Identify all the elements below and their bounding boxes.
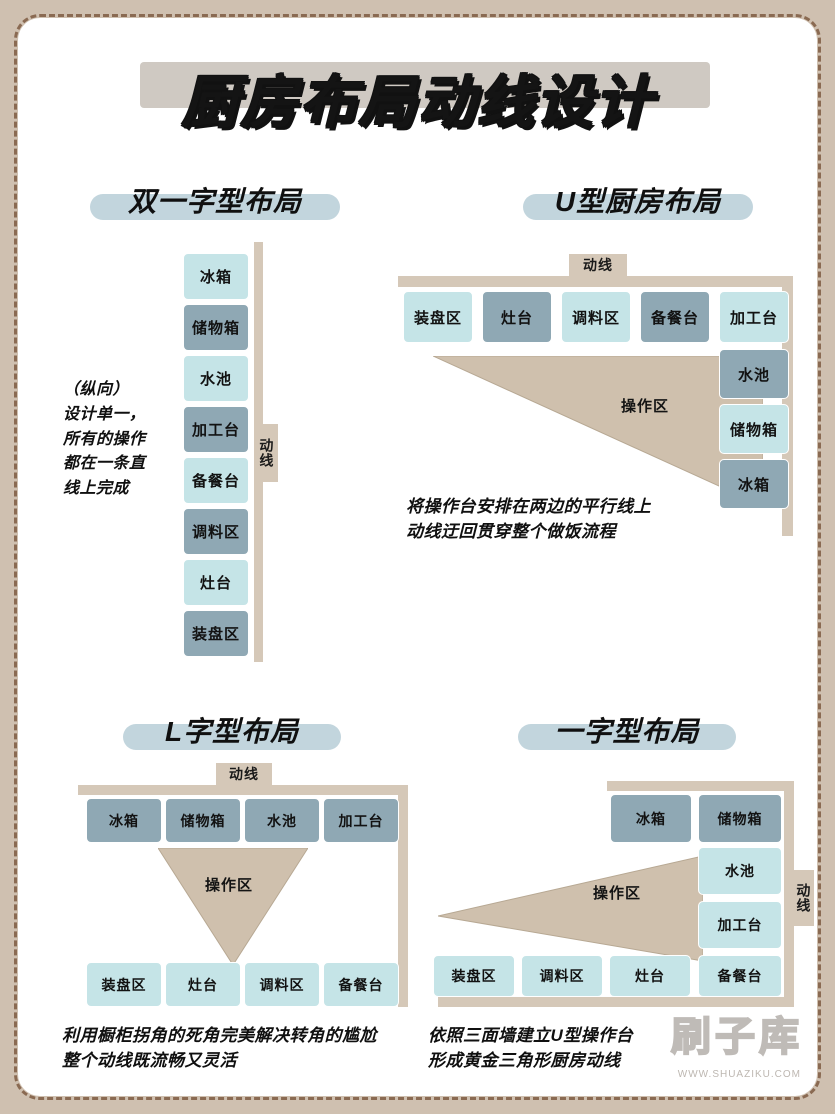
flow-bar-top xyxy=(607,781,794,791)
unit-cell[interactable]: 加工台 xyxy=(323,798,399,843)
caption-line: 动线迂回贯穿整个做饭流程 xyxy=(406,521,616,541)
unit-cell[interactable]: 储物箱 xyxy=(165,798,241,843)
work-zone-triangle xyxy=(158,848,308,965)
caption-line: 形成黄金三角形厨房动线 xyxy=(428,1050,621,1070)
section-header-u-shape: U型厨房布局 xyxy=(523,178,753,222)
unit-cell[interactable]: 调料区 xyxy=(561,291,631,343)
unit-cell[interactable]: 装盘区 xyxy=(433,955,515,997)
unit-cell[interactable]: 备餐台 xyxy=(323,962,399,1007)
description-double-line: （纵向） 设计单一， 所有的操作 都在一条直 线上完成 xyxy=(63,381,146,498)
section-pill xyxy=(90,194,340,220)
section-title-single-line: 一字型布局 xyxy=(554,716,700,747)
section-title-double-line: 双一字型布局 xyxy=(127,186,302,217)
work-zone-triangle xyxy=(438,856,703,961)
watermark-logo: 刷子库 xyxy=(670,1014,803,1060)
caption-line: 依照三面墙建立U型操作台 xyxy=(428,1026,634,1045)
unit-cell[interactable]: 装盘区 xyxy=(86,962,162,1007)
work-zone-triangle xyxy=(433,356,763,506)
unit-cell[interactable]: 灶台 xyxy=(482,291,552,343)
section-header-double-line: 双一字型布局 xyxy=(90,178,340,222)
unit-cell[interactable]: 冰箱 xyxy=(183,253,249,300)
caption-line: 将操作台安排在两边的平行线上 xyxy=(406,497,651,516)
unit-cell[interactable]: 装盘区 xyxy=(403,291,473,343)
flow-bar-top xyxy=(398,276,793,287)
work-zone-label-u: 操作区 xyxy=(621,398,670,415)
section-pill xyxy=(123,724,341,750)
section-pill xyxy=(523,194,753,220)
caption-line: 利用橱柜拐角的死角完美解决转角的尴尬 xyxy=(62,1026,377,1045)
caption-l-shape: 利用橱柜拐角的死角完美解决转角的尴尬 整个动线既流畅又灵活 xyxy=(62,1024,377,1073)
flow-bar-top xyxy=(78,785,408,795)
unit-cell[interactable]: 水池 xyxy=(698,847,782,895)
section-title-u-shape: U型厨房布局 xyxy=(554,186,722,217)
unit-cell[interactable]: 备餐台 xyxy=(640,291,710,343)
flow-bar-right xyxy=(784,781,794,1007)
section-pill xyxy=(518,724,736,750)
unit-cell[interactable]: 水池 xyxy=(719,349,789,399)
unit-cell[interactable]: 水池 xyxy=(183,355,249,402)
flow-label-single-line: 动线 xyxy=(792,870,814,926)
unit-cell[interactable]: 储物箱 xyxy=(719,404,789,454)
work-zone-label-l: 操作区 xyxy=(205,877,254,894)
watermark-url: WWW.SHUAZIKU.COM xyxy=(677,1069,801,1080)
unit-cell[interactable]: 储物箱 xyxy=(183,304,249,351)
caption-line: 整个动线既流畅又灵活 xyxy=(62,1050,237,1070)
title-highlight-bar xyxy=(140,62,710,108)
work-zone-label-single: 操作区 xyxy=(593,885,642,902)
page-title: 厨房布局动线设计 xyxy=(18,52,817,144)
unit-cell[interactable]: 备餐台 xyxy=(183,457,249,504)
unit-cell[interactable]: 加工台 xyxy=(719,291,789,343)
flow-label-double-line: 动线 xyxy=(254,424,278,482)
unit-cell[interactable]: 冰箱 xyxy=(86,798,162,843)
caption-u-shape: 将操作台安排在两边的平行线上 动线迂回贯穿整个做饭流程 xyxy=(406,495,651,544)
unit-cell[interactable]: 冰箱 xyxy=(719,459,789,509)
unit-cell[interactable]: 调料区 xyxy=(244,962,320,1007)
unit-cell[interactable]: 加工台 xyxy=(183,406,249,453)
section-title-l-shape: L字型布局 xyxy=(164,716,300,747)
unit-cell[interactable]: 灶台 xyxy=(183,559,249,606)
flow-bar-bottom xyxy=(438,997,794,1007)
unit-cell[interactable]: 冰箱 xyxy=(610,794,692,843)
unit-cell[interactable]: 灶台 xyxy=(609,955,691,997)
caption-single-line: 依照三面墙建立U型操作台 形成黄金三角形厨房动线 xyxy=(428,1024,633,1073)
section-header-single-line: 一字型布局 xyxy=(518,708,736,752)
unit-cell[interactable]: 储物箱 xyxy=(698,794,782,843)
flow-label-l-shape: 动线 xyxy=(216,763,272,785)
unit-cell[interactable]: 灶台 xyxy=(165,962,241,1007)
unit-cell[interactable]: 装盘区 xyxy=(183,610,249,657)
unit-cell[interactable]: 调料区 xyxy=(183,508,249,555)
poster-card: 厨房布局动线设计 双一字型布局 动线 冰箱 储物箱 水池 加工台 备餐台 调料区… xyxy=(18,18,817,1096)
flow-label-u-shape: 动线 xyxy=(569,254,627,276)
flow-bar-right xyxy=(398,785,408,1007)
unit-cell[interactable]: 调料区 xyxy=(521,955,603,997)
unit-cell[interactable]: 加工台 xyxy=(698,901,782,949)
page-title-text: 厨房布局动线设计 xyxy=(181,70,654,136)
unit-cell[interactable]: 备餐台 xyxy=(698,955,782,997)
section-header-l-shape: L字型布局 xyxy=(123,708,341,752)
unit-cell[interactable]: 水池 xyxy=(244,798,320,843)
